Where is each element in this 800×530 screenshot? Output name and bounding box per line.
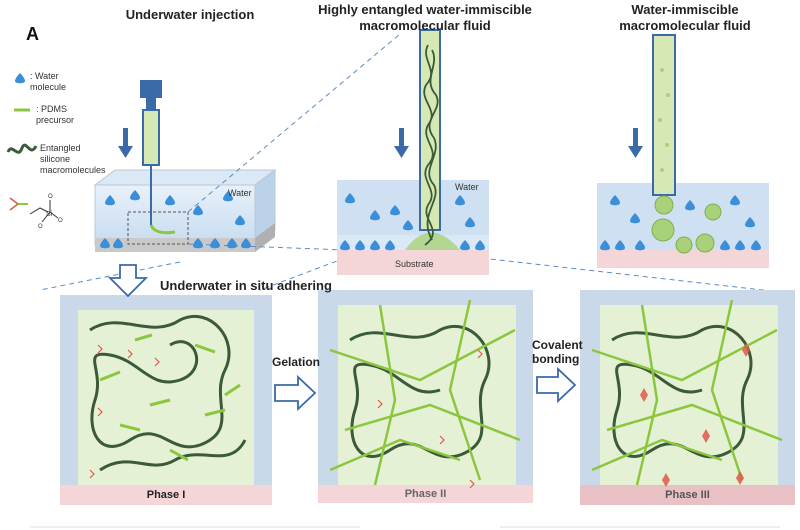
title-entangled-line1: Highly entangled water-immiscible <box>318 2 532 17</box>
legend-water: : Water molecule <box>30 71 66 93</box>
label-covalent-bonding: Covalent bonding <box>532 338 583 366</box>
legend-pdms-line2: precursor <box>36 115 75 125</box>
injection-tank <box>93 169 277 252</box>
phase-1-panel <box>60 295 272 505</box>
title-entangled-line2: macromolecular fluid <box>359 18 491 33</box>
label-covalent-line1: Covalent <box>532 338 583 352</box>
title-entangled-fluid: Highly entangled water-immiscible macrom… <box>295 2 555 34</box>
down-arrow-left <box>118 128 133 158</box>
phase-3-label: Phase III <box>665 489 710 501</box>
covalent-bonding-arrow <box>536 366 577 404</box>
svg-text:Si: Si <box>46 211 53 218</box>
label-substrate: Substrate <box>395 259 434 269</box>
title-immiscible-line2: macromolecular fluid <box>619 18 751 33</box>
legend-silicone-line2: silicone <box>40 154 71 164</box>
phase-2-panel <box>318 290 533 503</box>
immiscible-fluid-panel <box>597 34 769 268</box>
legend-water-line2: molecule <box>30 82 67 92</box>
syringe <box>140 80 176 235</box>
label-water-left: Water <box>228 188 252 198</box>
down-outline-arrow <box>107 264 149 298</box>
label-covalent-line2: bonding <box>532 352 580 366</box>
legend-silicone-line3: macromolecules <box>40 165 106 175</box>
panel-label: A <box>26 24 39 44</box>
svg-text:O: O <box>58 218 63 224</box>
svg-text:O: O <box>38 224 43 230</box>
phase-3-panel <box>580 290 795 505</box>
legend-silicone: Entangled silicone macromolecules <box>40 143 106 176</box>
silane-coupling-agent-icon: Si O O O <box>9 194 63 230</box>
phase-2-label: Phase II <box>404 488 447 500</box>
legend-silicone-line1: Entangled <box>40 143 81 153</box>
title-underwater-adhering: Underwater in situ adhering <box>160 278 332 293</box>
label-gelation: Gelation <box>272 355 321 369</box>
title-immiscible-fluid: Water-immiscible macromolecular fluid <box>585 2 785 34</box>
svg-text:O: O <box>48 194 53 200</box>
legend-pdms-line1: : PDMS <box>36 104 68 114</box>
gelation-arrow <box>274 374 317 412</box>
legend-water-line1: : Water <box>30 71 59 81</box>
entangled-silicone-icon <box>6 143 38 154</box>
legend-pdms: : PDMS precursor <box>36 104 74 126</box>
phase-1-label: Phase I <box>146 489 186 501</box>
title-immiscible-line1: Water-immiscible <box>631 2 739 17</box>
label-water-middle: Water <box>455 182 479 192</box>
title-underwater-injection: Underwater injection <box>125 7 255 22</box>
entangled-fluid-panel <box>337 29 489 275</box>
